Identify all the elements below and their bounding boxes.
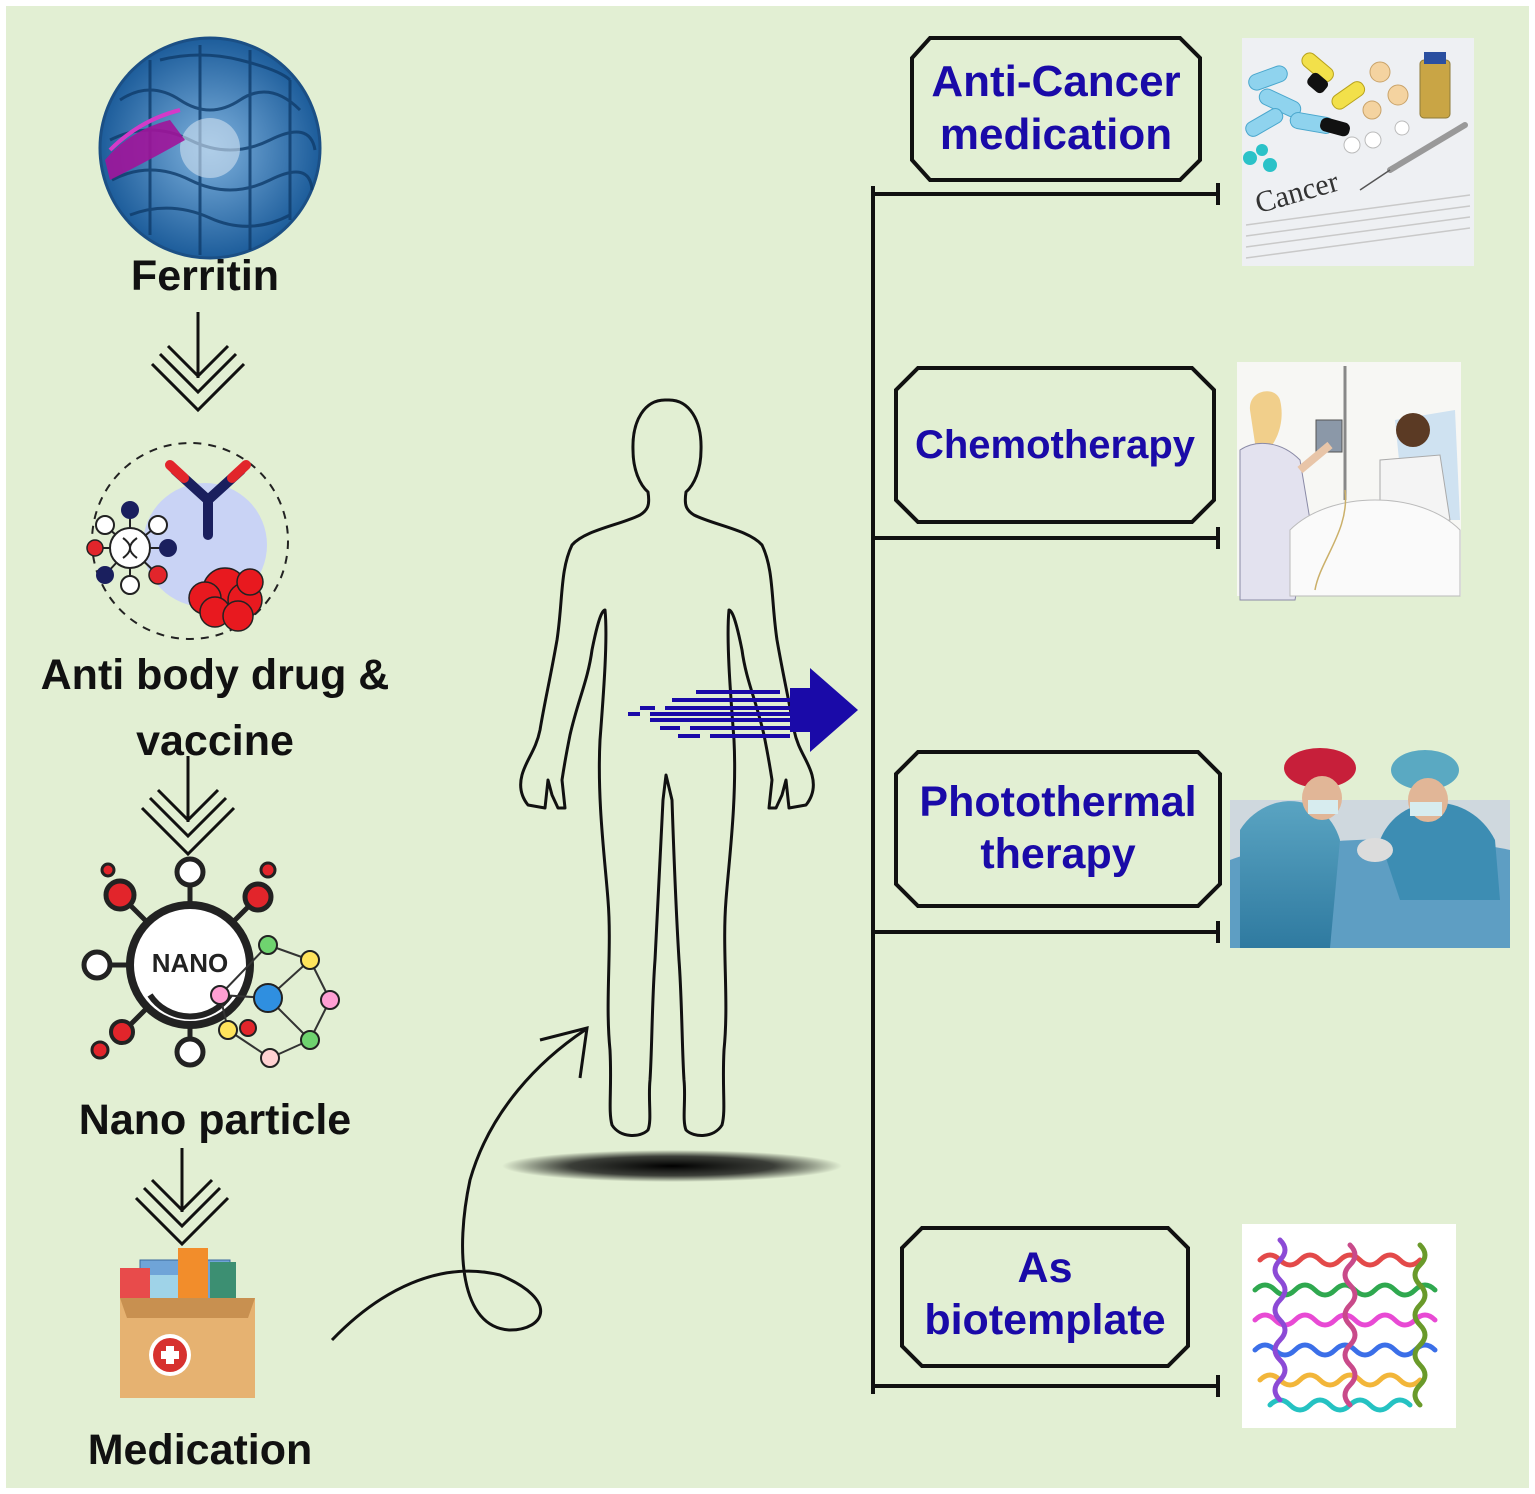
blue-arrow-head [790, 668, 858, 752]
body-shadow [502, 1150, 842, 1182]
anti-cancer-label-line2: medication [939, 110, 1173, 159]
biotemplate-label: As biotemplate [902, 1226, 1188, 1364]
anti-cancer-label: Anti-Cancer medication [912, 42, 1200, 176]
chemotherapy-label: Chemotherapy [896, 372, 1214, 518]
biotemplate-label-line1: As [1017, 1244, 1073, 1293]
nano-icon-text: NANO [151, 948, 229, 978]
ferritin-label: Ferritin [130, 252, 280, 300]
blue-direction-arrow [628, 690, 790, 738]
cancer-pills-photo [1242, 38, 1474, 266]
down-arrow-2 [140, 756, 236, 857]
antibody-vaccine-label-line2: vaccine [136, 717, 294, 765]
down-arrow-3 [134, 1148, 230, 1247]
antibody-vaccine-icon [86, 442, 289, 640]
antibody-vaccine-label: Anti body drug & vaccine [10, 642, 420, 774]
ferritin-ribbon-photo [1242, 1224, 1456, 1428]
nano-particle-label: Nano particle [78, 1096, 352, 1144]
application-bracket [871, 183, 1220, 1397]
photothermal-label-line2: therapy [980, 830, 1136, 878]
anti-cancer-label-line1: Anti-Cancer [931, 57, 1181, 107]
medication-label: Medication [87, 1426, 313, 1474]
photothermal-label: Photothermal therapy [896, 756, 1220, 902]
human-body-outline [519, 398, 815, 1137]
chemotherapy-label-line1: Chemotherapy [914, 423, 1196, 467]
photothermal-surgery-photo [1230, 748, 1510, 948]
medication-bag-icon [120, 1248, 255, 1398]
ferritin-protein-image [98, 36, 322, 260]
chemotherapy-photo [1237, 362, 1461, 601]
antibody-vaccine-label-line1: Anti body drug & [40, 651, 390, 699]
down-arrow-1 [150, 312, 246, 413]
nanoparticle-icon [81, 856, 340, 1068]
photothermal-label-line1: Photothermal [919, 778, 1197, 827]
biotemplate-label-line2: biotemplate [924, 1296, 1166, 1344]
label-frames [894, 36, 1222, 1368]
curved-arrow-to-body [330, 1025, 589, 1342]
